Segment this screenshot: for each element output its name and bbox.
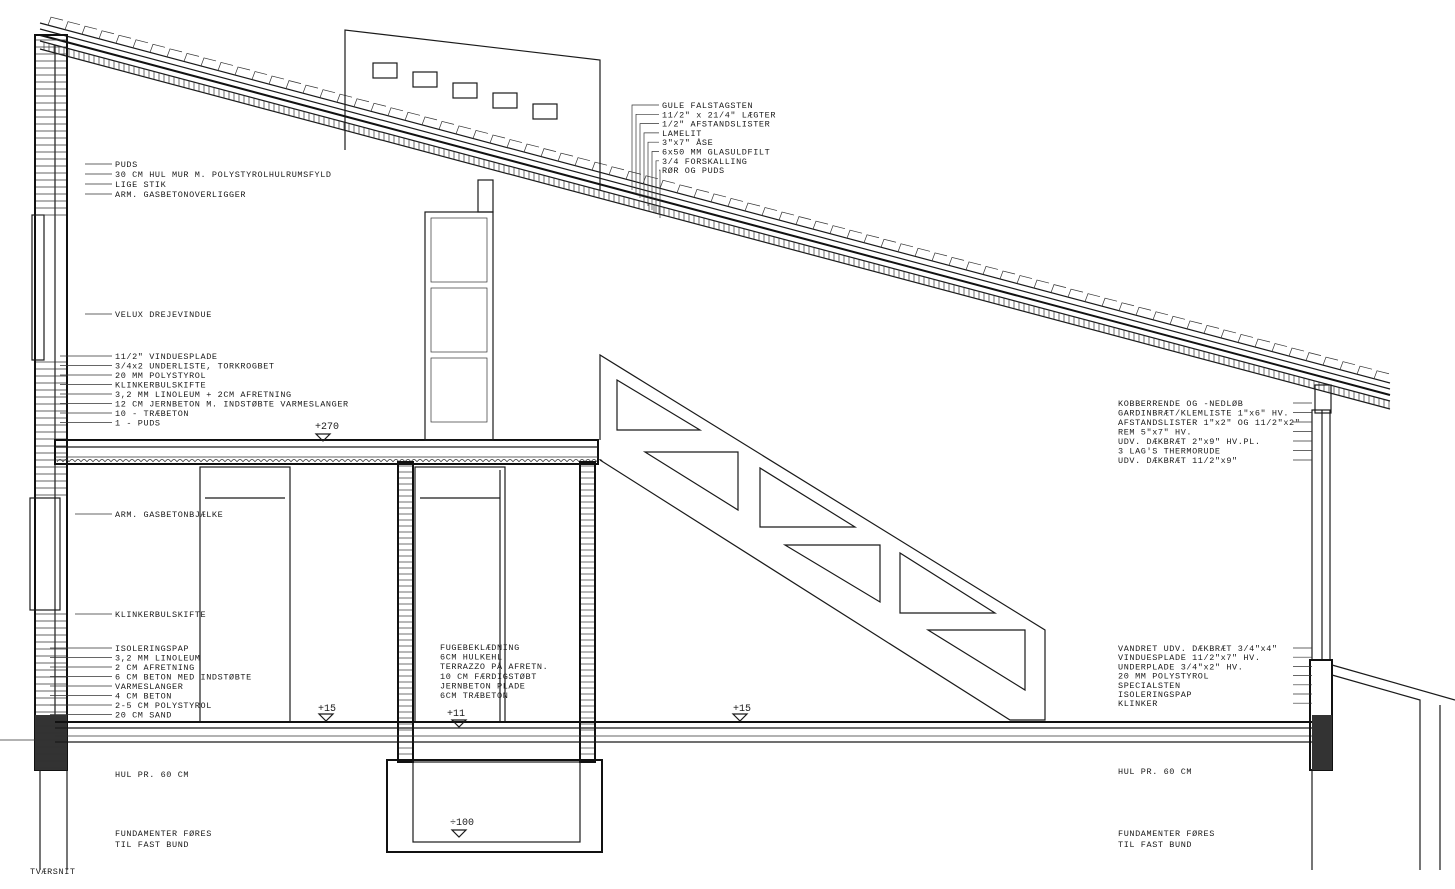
label-eaves: GARDINBRÆT/KLEMLISTE 1"x6" HV. xyxy=(1118,409,1289,419)
brick-hatching xyxy=(36,39,604,769)
level-pit: ÷100 xyxy=(450,818,474,829)
drawing-title: TVÆRSNIT xyxy=(30,867,76,877)
label-mid-floor: 6CM TRÆBETON xyxy=(440,691,508,701)
label-mid-floor: TERRAZZO PÅ AFRETN. xyxy=(440,661,548,672)
label-upper-floor: 10 - TRÆBETON xyxy=(115,409,189,419)
level-markers: +270 +15 +11 +15 ÷100 xyxy=(314,422,751,838)
level-ground-left: +15 xyxy=(318,704,336,715)
label-right-sill: KLINKER xyxy=(1118,699,1158,709)
label-foundation-left: FUNDAMENTER FØRES xyxy=(115,829,212,839)
label-upper-floor: 12 CM JERNBETON M. INDSTØBTE VARMESLANGE… xyxy=(115,400,349,410)
label-ground-floor: 4 CM BETON xyxy=(115,692,172,702)
label-wall-top: LIGE STIK xyxy=(115,180,167,190)
label-eaves: REM 5"x7" HV. xyxy=(1118,428,1192,438)
level-ground-mid: +11 xyxy=(447,709,465,720)
clerestory xyxy=(344,29,601,190)
label-window: VELUX DREJEVINDUE xyxy=(115,310,212,320)
label-eaves: KOBBERRENDE OG -NEDLØB xyxy=(1118,399,1243,409)
label-eaves: 3 LAG'S THERMORUDE xyxy=(1118,447,1221,457)
label-mid-floor: 6CM HULKEHL xyxy=(440,653,503,663)
label-wall-top: PUDS xyxy=(115,160,138,170)
label-eaves: AFSTANDSLISTER 1"x2" OG 11/2"x2" xyxy=(1118,418,1300,428)
label-eaves: UDV. DÆKBRÆT 2"x9" HV.PL. xyxy=(1118,437,1261,447)
label-foundation-left: TIL FAST BUND xyxy=(115,840,189,850)
label-hole-right: HUL PR. 60 CM xyxy=(1118,767,1192,777)
label-hole-left: HUL PR. 60 CM xyxy=(115,770,189,780)
label-foundation-right: FUNDAMENTER FØRES xyxy=(1118,829,1215,839)
upper-floor-slab xyxy=(54,439,599,465)
label-ground-floor: 20 CM SAND xyxy=(115,711,172,721)
label-mid-floor: FUGEBEKLÆDNING xyxy=(440,643,520,653)
label-roof: 11/2" x 21/4" LÆGTER xyxy=(662,110,776,120)
label-roof: 3/4 FORSKALLING xyxy=(662,157,748,167)
label-roof: 1/2" AFSTANDSLISTER xyxy=(662,120,770,130)
label-ground-floor: 6 CM BETON MED INDSTØBTE xyxy=(115,673,252,683)
left-wall xyxy=(29,34,68,870)
roof-section xyxy=(39,16,1391,414)
label-mid-floor: JERNBETON PLADE xyxy=(440,681,526,691)
label-right-sill: VANDRET UDV. DÆKBRÆT 3/4"x4" xyxy=(1118,644,1278,654)
label-mid-floor: 10 CM FÆRDIGSTØBT xyxy=(440,672,537,682)
label-upper-floor: 11/2" VINDUESPLADE xyxy=(115,352,218,362)
label-roof: LAMELIT xyxy=(662,129,702,139)
label-roof: 3"x7" ÅSE xyxy=(662,137,713,148)
right-wall xyxy=(1309,409,1455,870)
level-upper: +270 xyxy=(315,422,339,433)
label-ground-floor: VARMESLANGER xyxy=(115,682,183,692)
label-roof: GULE FALSTAGSTEN xyxy=(662,101,753,111)
label-upper-floor: KLINKERBULSKIFTE xyxy=(115,381,206,391)
label-upper-floor: 1 - PUDS xyxy=(115,419,161,429)
label-wall-top: 30 CM HUL MUR M. POLYSTYROLHULRUMSFYLD xyxy=(115,170,332,180)
label-foundation-right: TIL FAST BUND xyxy=(1118,840,1192,850)
label-right-sill: UNDERPLADE 3/4"x2" HV. xyxy=(1118,662,1243,672)
label-ground-floor: 2-5 CM POLYSTYROL xyxy=(115,701,212,711)
label-upper-floor: 20 MM POLYSTYROL xyxy=(115,371,206,381)
label-eaves: UDV. DÆKBRÆT 11/2"x9" xyxy=(1118,456,1238,466)
label-wall-top: ARM. GASBETONOVERLIGGER xyxy=(115,190,246,200)
label-right-sill: ISOLERINGSPAP xyxy=(1118,690,1192,700)
level-ground-right: +15 xyxy=(733,704,751,715)
label-brick-course: KLINKERBULSKIFTE xyxy=(115,610,206,620)
label-right-sill: VINDUESPLADE 11/2"x7" HV. xyxy=(1118,653,1261,663)
tall-window-frame xyxy=(424,179,494,441)
staircase xyxy=(599,353,1046,721)
label-roof: RØR OG PUDS xyxy=(662,166,725,176)
label-roof: 6x50 MM GLASULDFILT xyxy=(662,148,770,158)
ground-floor-slab xyxy=(0,721,1320,743)
label-upper-floor: 3,2 MM LINOLEUM + 2CM AFRETNING xyxy=(115,390,292,400)
label-beam: ARM. GASBETONBJÆLKE xyxy=(115,510,223,520)
label-ground-floor: 2 CM AFRETNING xyxy=(115,663,195,673)
label-ground-floor: ISOLERINGSPAP xyxy=(115,644,189,654)
label-right-sill: 20 MM POLYSTYROL xyxy=(1118,672,1209,682)
label-ground-floor: 3,2 MM LINOLEUM xyxy=(115,654,201,664)
label-right-sill: SPECIALSTEN xyxy=(1118,681,1181,691)
ground-floor-walls xyxy=(199,461,603,853)
label-upper-floor: 3/4x2 UNDERLISTE, TORKROGBET xyxy=(115,362,275,372)
